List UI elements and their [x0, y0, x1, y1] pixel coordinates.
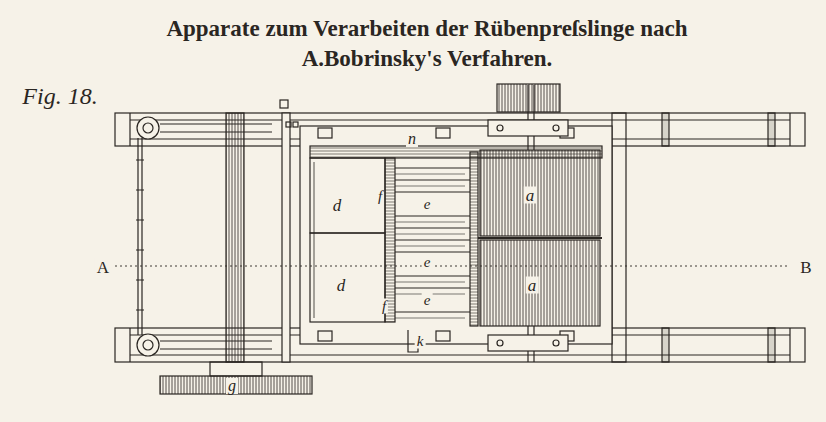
part-letter: g [226, 378, 238, 394]
part-letter: n [406, 131, 418, 147]
part-letter: d [331, 197, 344, 214]
section-letter: B [798, 259, 813, 276]
part-letter: d [335, 277, 348, 294]
part-letter: e [422, 197, 433, 212]
part-letter: k [415, 334, 426, 349]
part-letter: f [376, 189, 384, 204]
part-letter: a [526, 277, 539, 294]
section-letter: A [95, 259, 111, 276]
part-letter: a [524, 187, 537, 204]
figure-title: Apparate zum Verarbeiten der Rübenpreſsl… [117, 14, 737, 74]
part-letter: f [380, 299, 388, 314]
fig-number: Fig. 18. [20, 84, 99, 108]
part-letter: e [422, 255, 433, 270]
part-letter: e [422, 293, 433, 308]
